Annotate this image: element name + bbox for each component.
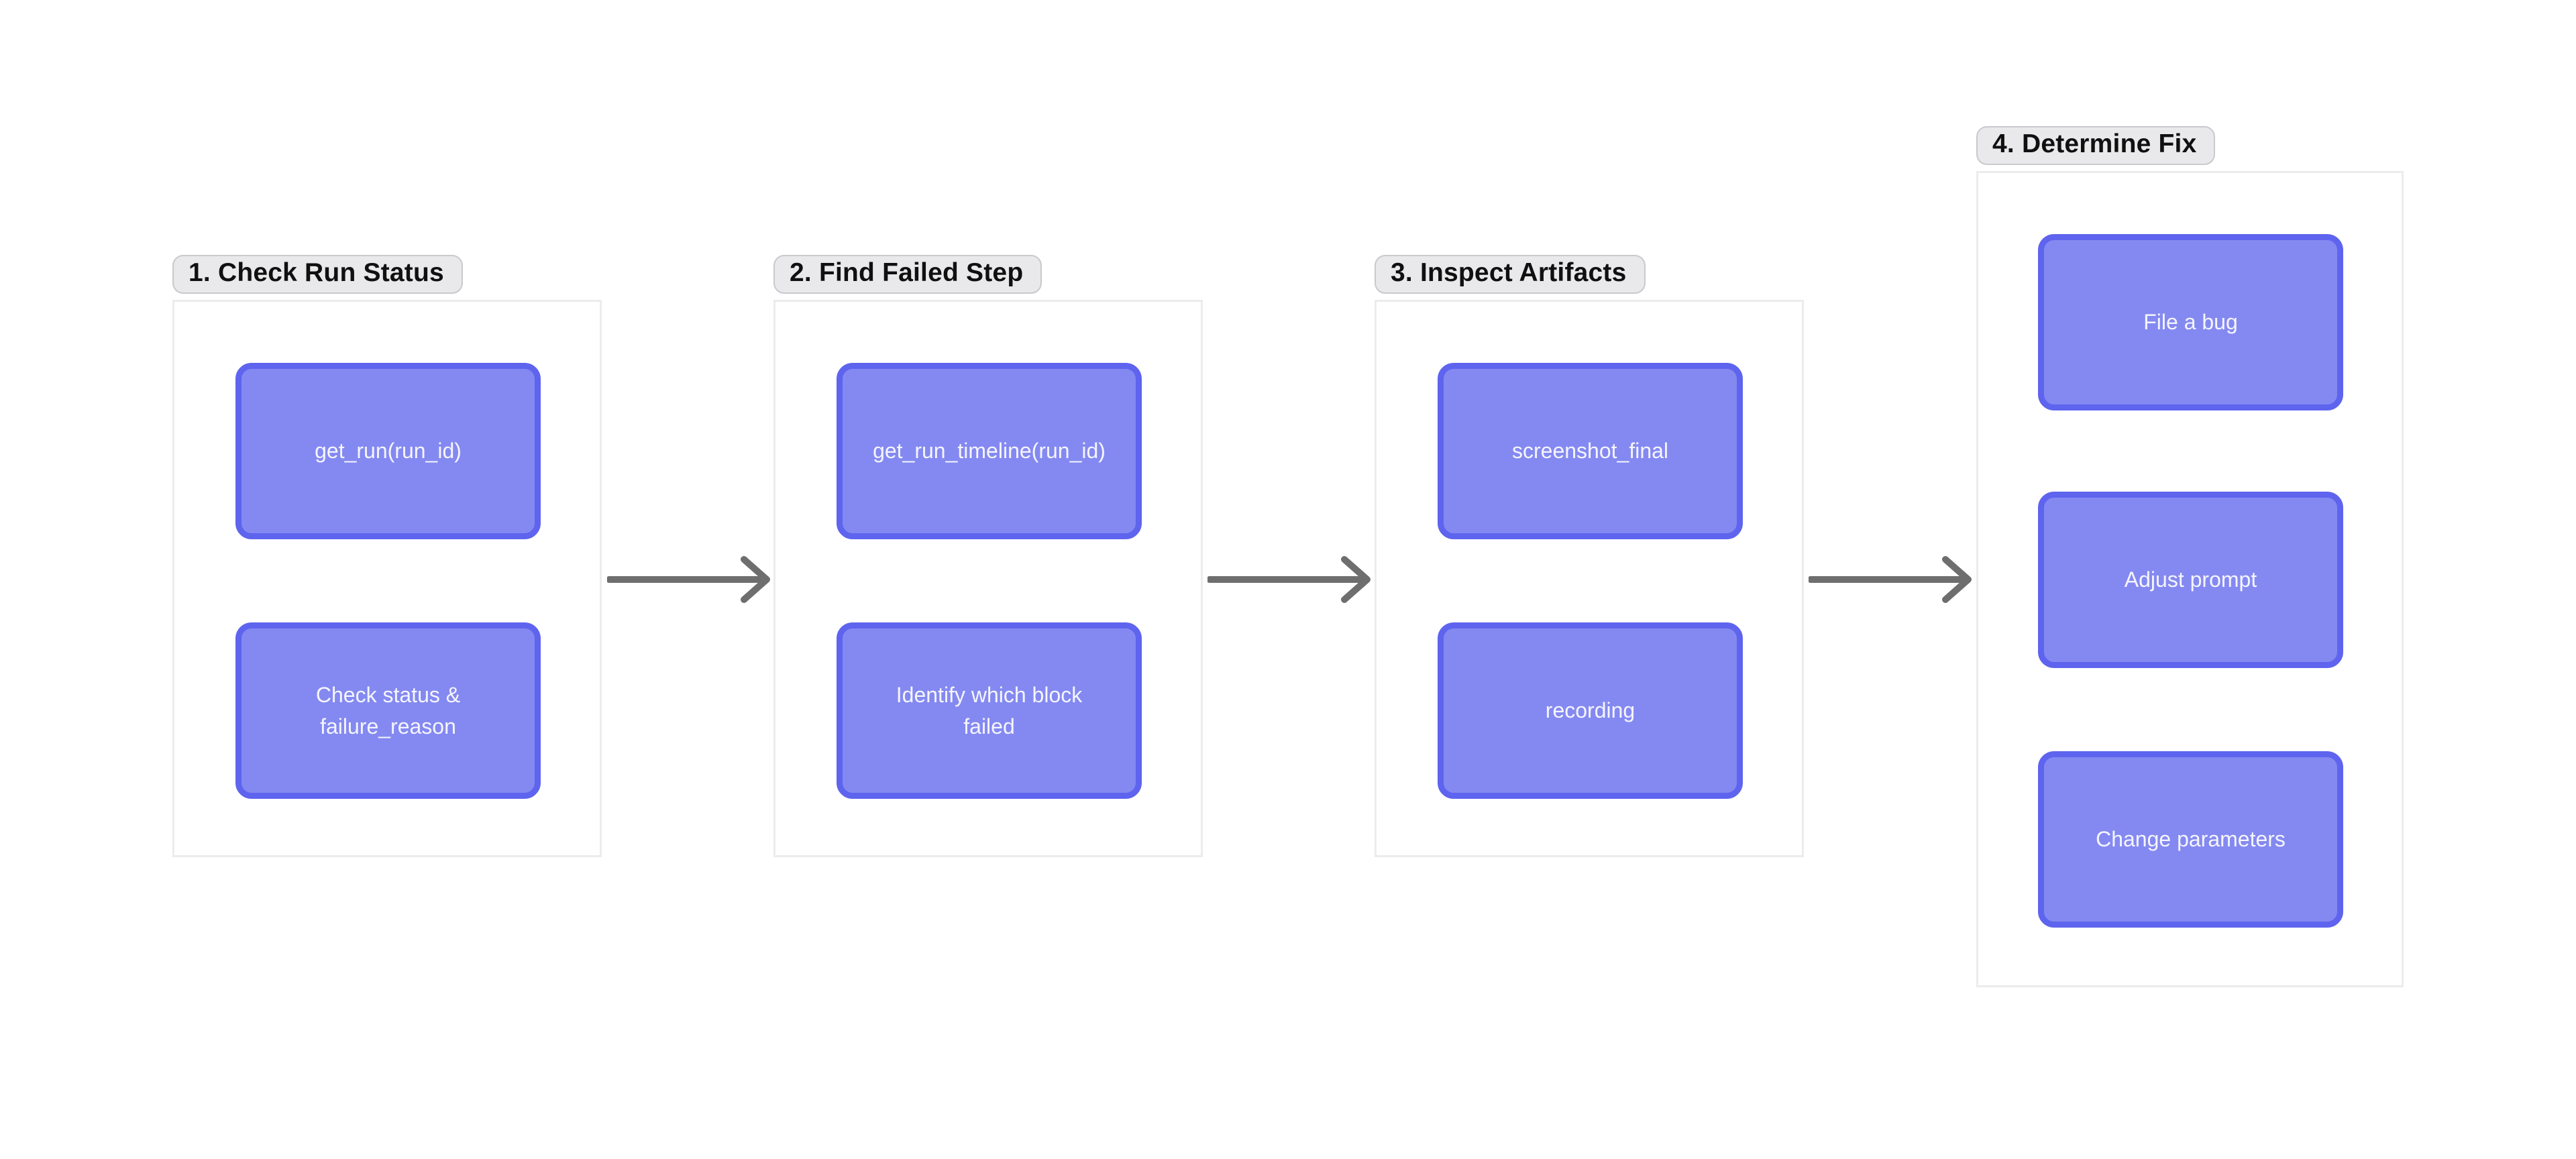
node-recording[interactable]: recording: [1438, 622, 1743, 799]
flow-arrow-3-to-4-icon: [1809, 556, 1972, 603]
node-adjust-prompt[interactable]: Adjust prompt: [2038, 492, 2343, 668]
flow-arrow-1-to-2-icon: [607, 556, 770, 603]
group-determine-fix: 4. Determine Fix File a bug Adjust promp…: [1976, 126, 2404, 987]
node-get-run-timeline[interactable]: get_run_timeline(run_id): [837, 363, 1142, 539]
group-label-determine-fix: 4. Determine Fix: [1976, 126, 2216, 165]
group-inspect-artifacts: 3. Inspect Artifacts screenshot_final re…: [1375, 255, 1804, 857]
group-label-check-run-status: 1. Check Run Status: [172, 255, 463, 294]
node-screenshot-final[interactable]: screenshot_final: [1438, 363, 1743, 539]
node-get-run[interactable]: get_run(run_id): [235, 363, 541, 539]
flow-arrow-2-to-3-icon: [1208, 556, 1371, 603]
group-find-failed-step: 2. Find Failed Step get_run_timeline(run…: [773, 255, 1203, 857]
node-file-a-bug[interactable]: File a bug: [2038, 234, 2343, 410]
node-change-parameters[interactable]: Change parameters: [2038, 751, 2343, 928]
group-check-run-status: 1. Check Run Status get_run(run_id) Chec…: [172, 255, 602, 857]
group-label-inspect-artifacts: 3. Inspect Artifacts: [1375, 255, 1646, 294]
node-check-status-failure-reason[interactable]: Check status & failure_reason: [235, 622, 541, 799]
node-identify-failed-block[interactable]: Identify which block failed: [837, 622, 1142, 799]
group-label-find-failed-step: 2. Find Failed Step: [773, 255, 1042, 294]
